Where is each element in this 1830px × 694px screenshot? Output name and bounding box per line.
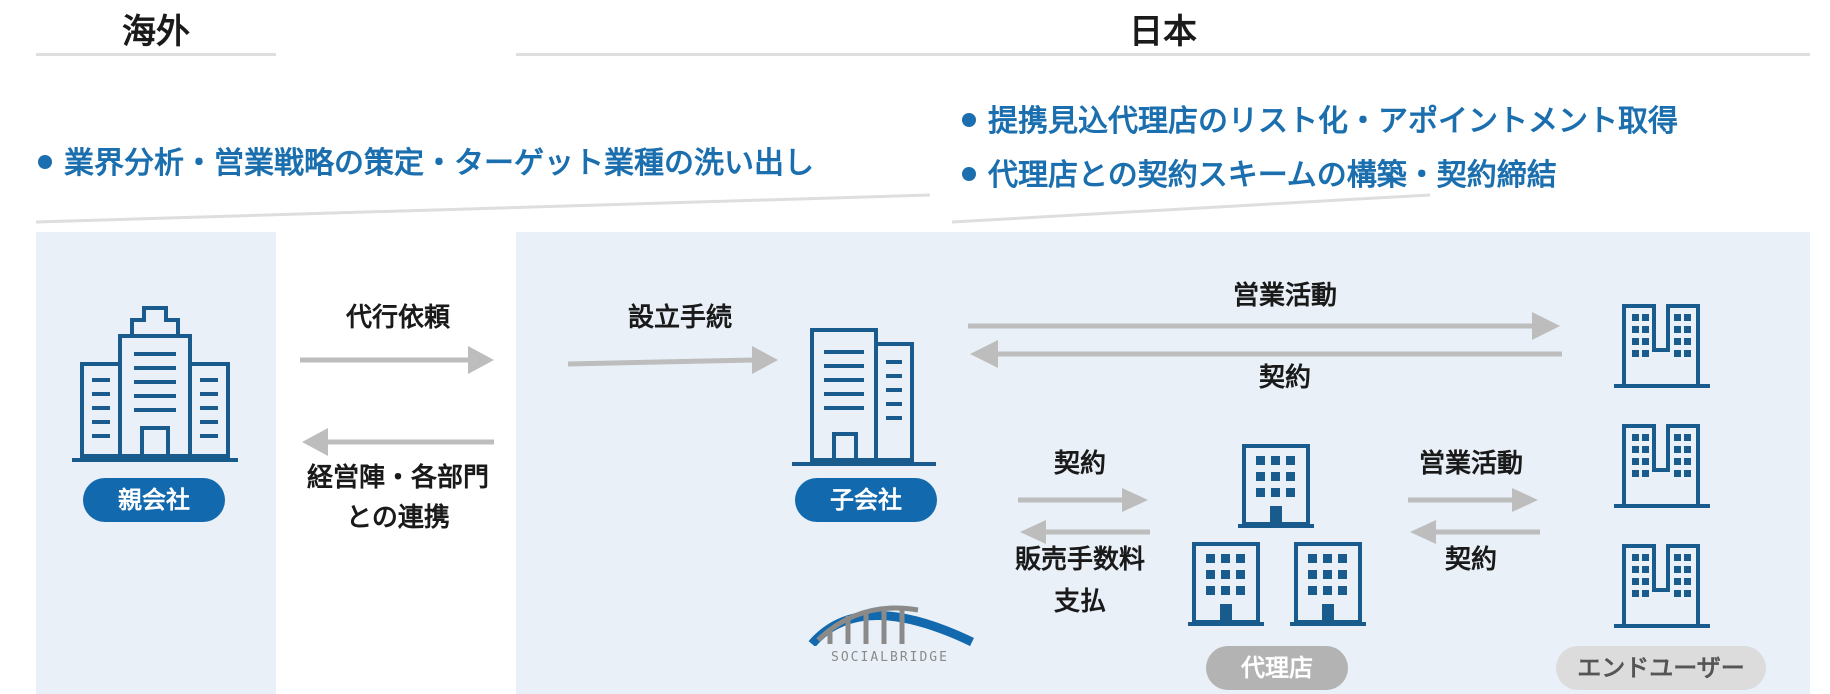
establishment-arrow-icon [567,346,778,374]
japan-rule [516,53,1810,56]
subsidiary-building-icon [792,328,936,466]
overseas-rule [36,53,276,56]
bullet-dot-icon [962,166,976,181]
region-title-japan: 日本 [1129,12,1197,52]
japan-panel [516,232,1810,694]
liaison-label-line2: との連携 [346,503,450,533]
socialbridge-logo-text: SOCIALBRIDGE [831,650,949,665]
bullet-text: 業界分析・営業戦略の策定・ターゲット業種の洗い出し [64,146,814,181]
bullet-dot-icon [38,154,52,169]
end-user-building-icon [1614,424,1710,508]
liaison-arrow-icon [302,428,494,456]
bullet-japan-2: 代理店との契約スキームの構築・契約締結 [962,150,1557,194]
bullet-overseas-1: 業界分析・営業戦略の策定・ターゲット業種の洗い出し [38,138,814,182]
contract-fee-arrows-icon [1018,488,1150,544]
contract-mid-label: 契約 [1444,545,1497,575]
sales-activity-top-label: 営業活動 [1232,281,1337,311]
sales-activity-mid-label: 営業活動 [1418,449,1523,479]
bullet-dot-icon [962,112,976,127]
region-title-overseas: 海外 [122,12,190,52]
delegation-label: 代行依頼 [345,303,450,333]
end-user-building-icon [1614,304,1710,388]
liaison-label-line1: 経営陣・各部門 [306,463,489,493]
agency-building-icon [1238,444,1314,528]
end-user-building-icon [1614,544,1710,628]
contract-top-label: 契約 [1258,363,1311,393]
fee-label-line1: 販売手数料 [1014,545,1145,575]
end-user-badge: エンドユーザー [1556,646,1766,690]
agency-building-icon [1188,542,1264,626]
parent-company-badge: 親会社 [83,478,225,522]
sales-activity-top-arrow-icon [968,312,1562,368]
agency-badge: 代理店 [1206,646,1348,690]
bullet-divider-lines [35,193,1431,224]
delegation-arrow-icon [300,346,494,374]
establishment-label: 設立手続 [627,303,732,333]
parent-building-icon [72,306,238,462]
fee-label-line2: 支払 [1053,587,1106,617]
subsidiary-badge: 子会社 [795,478,937,522]
bullet-japan-1: 提携見込代理店のリスト化・アポイントメント取得 [962,96,1678,140]
sales-mid-arrows-icon [1408,488,1540,544]
bullet-text: 提携見込代理店のリスト化・アポイントメント取得 [988,104,1678,139]
agency-building-icon [1290,542,1366,626]
socialbridge-logo-icon [808,605,974,646]
contract-agency-label: 契約 [1053,449,1106,479]
bullet-text: 代理店との契約スキームの構築・契約締結 [988,158,1557,193]
